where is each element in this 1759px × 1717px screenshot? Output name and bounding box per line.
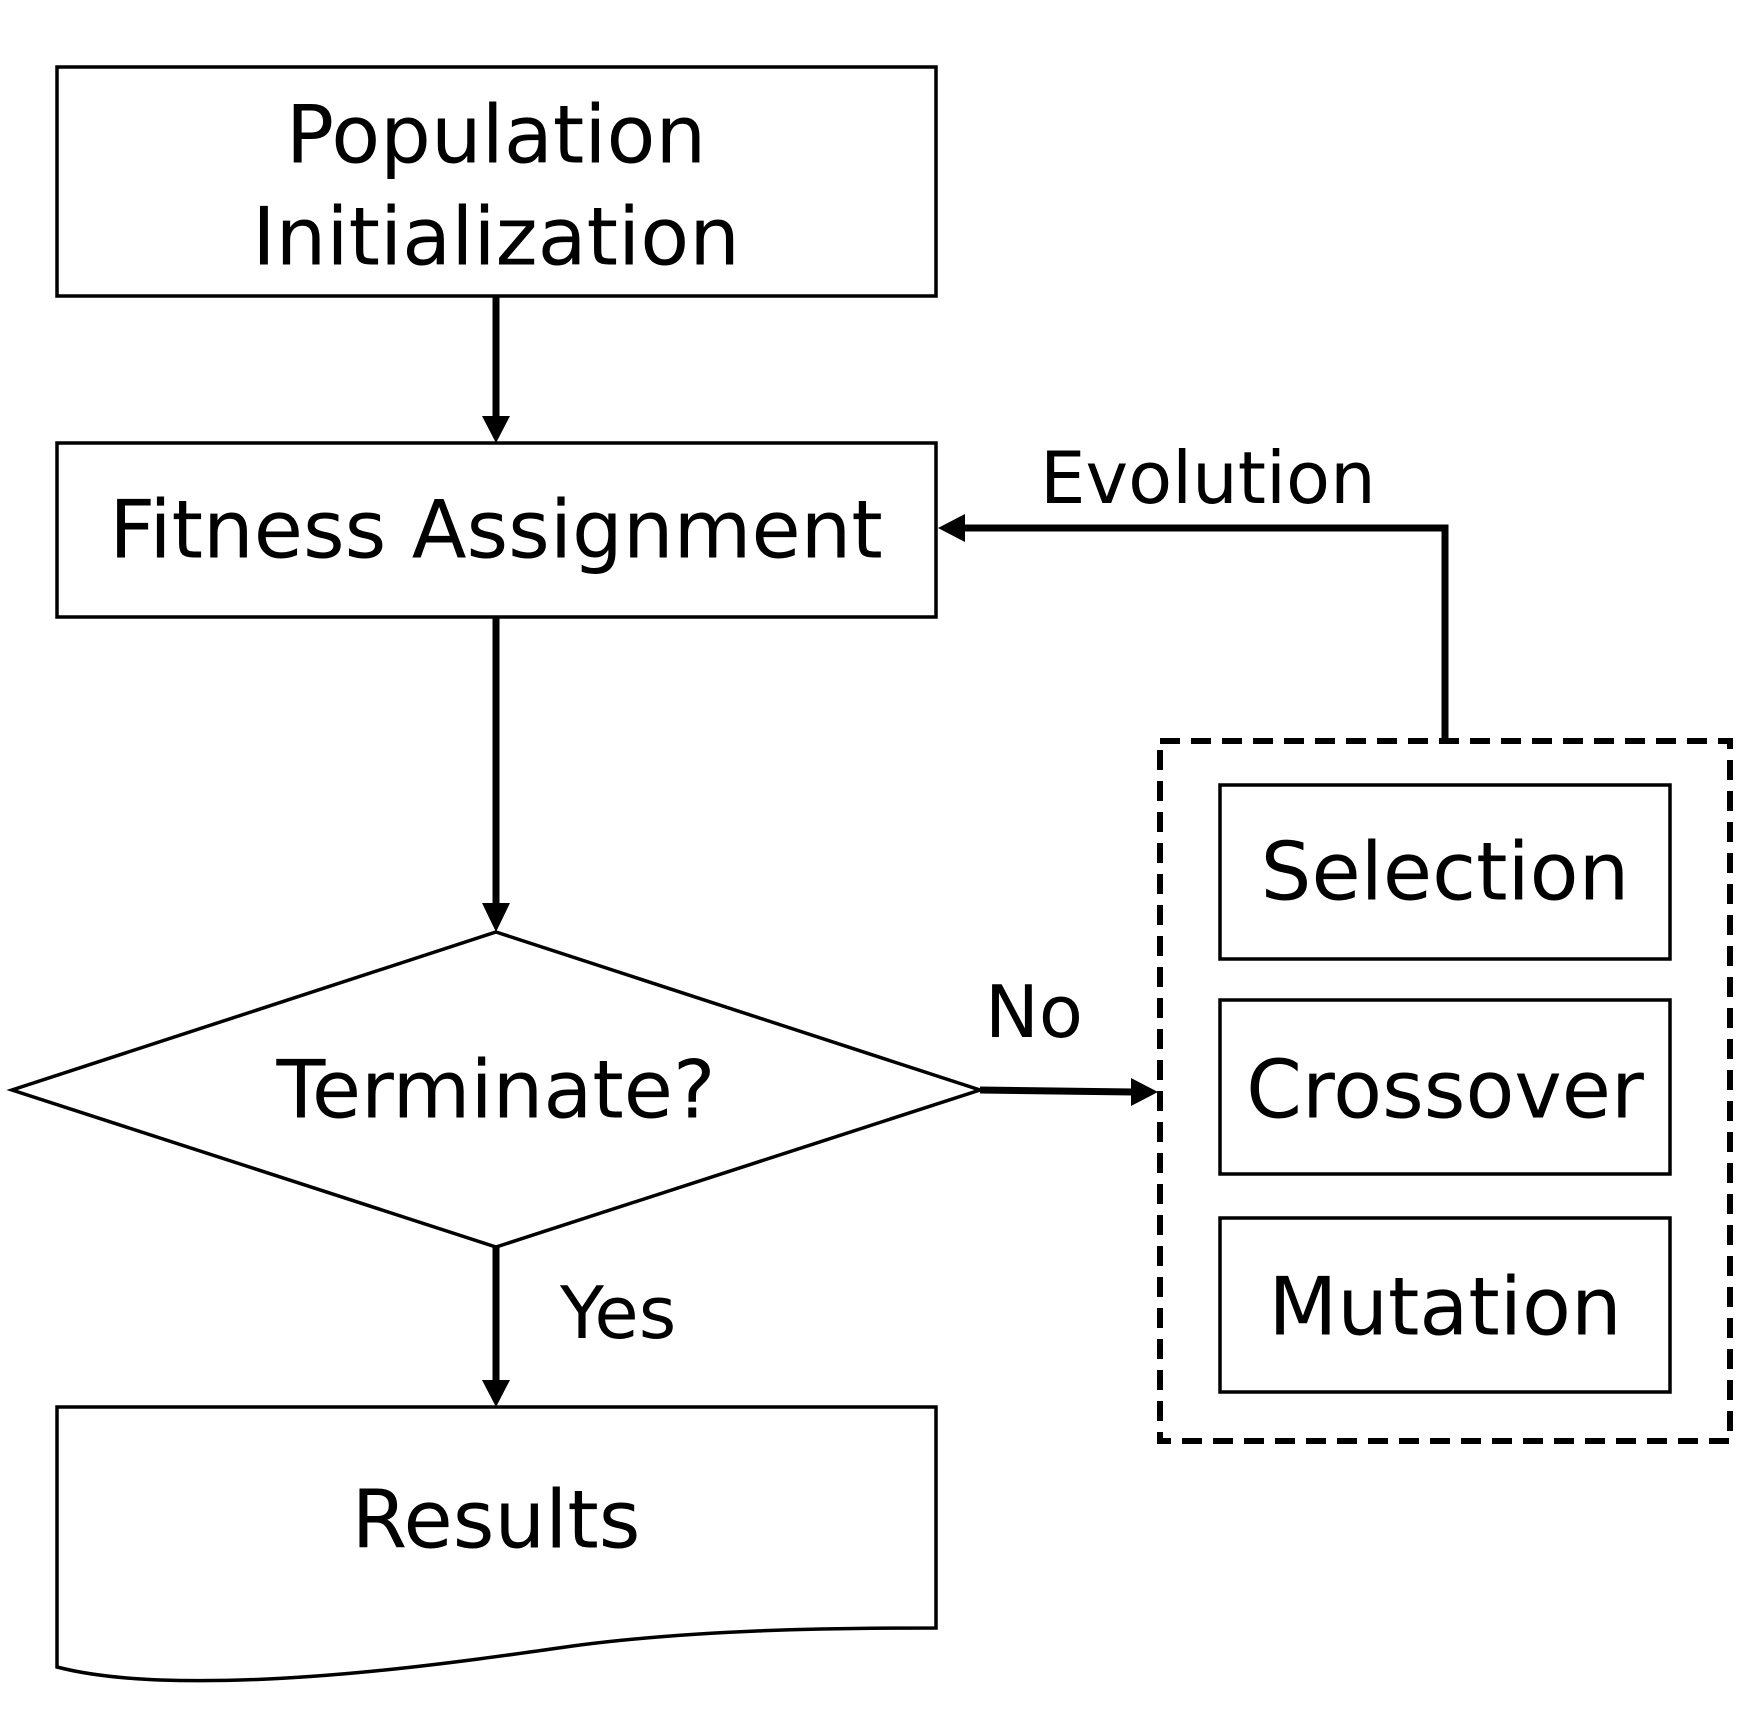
evolution-operators-group: Selection Crossover Mutation — [1157, 738, 1733, 1444]
mutation-label: Mutation — [1268, 1261, 1621, 1354]
node-crossover: Crossover — [1218, 998, 1672, 1176]
selection-label: Selection — [1261, 826, 1630, 919]
node-terminate-decision: Terminate? — [6, 930, 986, 1249]
edge-label-evolution: Evolution — [1040, 436, 1376, 520]
fitness-assignment-label: Fitness Assignment — [109, 484, 883, 577]
crossover-label: Crossover — [1246, 1044, 1644, 1137]
edge-label-no: No — [985, 970, 1083, 1054]
node-results: Results — [55, 1405, 938, 1683]
node-selection: Selection — [1218, 783, 1672, 961]
node-fitness-assignment: Fitness Assignment — [55, 441, 938, 619]
results-label: Results — [352, 1474, 641, 1567]
edge-label-yes: Yes — [559, 1271, 676, 1355]
terminate-label: Terminate? — [276, 1044, 716, 1137]
population-initialization-line-1: Population — [286, 89, 706, 182]
edge-evolution-to-fitness — [938, 514, 1449, 741]
edge-terminate-to-results — [482, 1247, 510, 1407]
node-population-initialization: Population Initialization — [55, 65, 938, 298]
edge-terminate-to-evolution — [979, 1078, 1158, 1106]
population-initialization-line-2: Initialization — [252, 191, 740, 284]
edge-init-to-fitness — [482, 296, 510, 443]
node-mutation: Mutation — [1218, 1216, 1672, 1394]
edge-fitness-to-terminate — [482, 617, 510, 932]
